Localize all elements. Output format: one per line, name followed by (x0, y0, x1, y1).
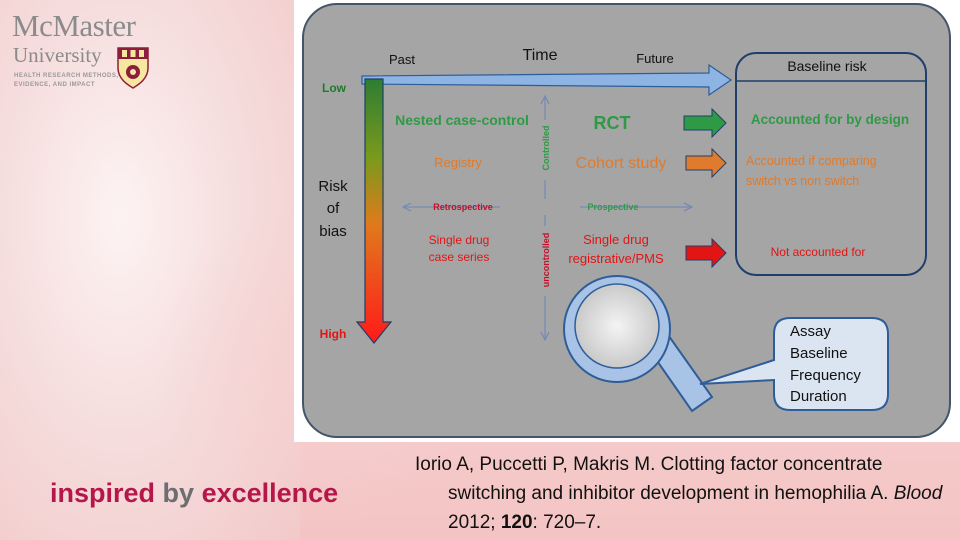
registry-label: Registry (434, 155, 482, 170)
nested-case-control: Nested case-control (395, 112, 529, 128)
future-label: Future (636, 51, 674, 66)
citation-year: 2012; (448, 512, 496, 533)
baseline-risk-label: Baseline risk (787, 58, 867, 74)
citation-journal: Blood (893, 483, 943, 504)
red-arrow (685, 237, 727, 269)
citation: Iorio A, Puccetti P, Makris M. Clotting … (415, 450, 960, 537)
crest-icon (117, 47, 149, 89)
single-drug-reg-line1: Single drug (583, 232, 649, 247)
logo-university: University (13, 43, 102, 67)
logo-name: McMaster (12, 8, 136, 43)
tagline-excellence: excellence (201, 478, 339, 508)
prospective-label: Prospective (587, 202, 638, 212)
cohort-study-label: Cohort study (576, 155, 667, 172)
tagline-inspired: inspired (50, 478, 156, 508)
low-label: Low (322, 81, 347, 95)
callout-assay: Assay (790, 323, 831, 340)
green-arrow (683, 107, 727, 139)
accounted-design-label: Accounted for by design (751, 112, 909, 127)
bias-label: bias (319, 223, 347, 240)
risk-arrow (355, 78, 393, 344)
citation-pages: : 720–7. (532, 512, 602, 533)
magnifier-lens (574, 283, 660, 369)
citation-authors: Iorio A, Puccetti P, Makris M. Clotting … (415, 454, 889, 504)
diagram-panel: Time Past Future Low High Risk of bias R… (294, 0, 960, 442)
uncontrolled-label: uncontrolled (541, 233, 551, 288)
callout-baseline: Baseline (790, 345, 848, 362)
callout-duration: Duration (790, 388, 847, 405)
rct-label: RCT (594, 113, 631, 133)
outcome-box (735, 52, 927, 276)
tagline: inspired by excellence (50, 478, 338, 509)
orange-arrow (685, 147, 727, 179)
bias-diagram: Time Past Future Low High Risk of bias R… (302, 3, 951, 438)
citation-volume: 120 (500, 512, 533, 533)
of-label: of (327, 200, 340, 217)
single-drug-case-line2: case series (429, 250, 490, 264)
retrospective-label: Retrospective (433, 202, 493, 212)
past-label: Past (389, 52, 415, 67)
time-label: Time (523, 47, 558, 64)
logo-subtitle: HEALTH RESEARCH METHODS, EVIDENCE, AND I… (14, 73, 119, 88)
controlled-label: Controlled (541, 126, 551, 171)
risk-label: Risk (318, 178, 348, 195)
callout-box (699, 317, 889, 411)
single-drug-case-line1: Single drug (429, 233, 490, 247)
high-label: High (320, 327, 347, 341)
not-accounted-label: Not accounted for (771, 245, 866, 259)
callout-frequency: Frequency (790, 367, 861, 384)
single-drug-reg-line2: registrative/PMS (568, 251, 664, 266)
mcmaster-logo: McMaster University HEALTH RESEARCH METH… (10, 8, 160, 89)
time-arrow (361, 63, 733, 97)
tagline-by: by (162, 478, 195, 508)
accounted-comparing-line1: Accounted if comparing (746, 154, 877, 168)
accounted-comparing-line2: switch vs non switch (746, 174, 859, 188)
